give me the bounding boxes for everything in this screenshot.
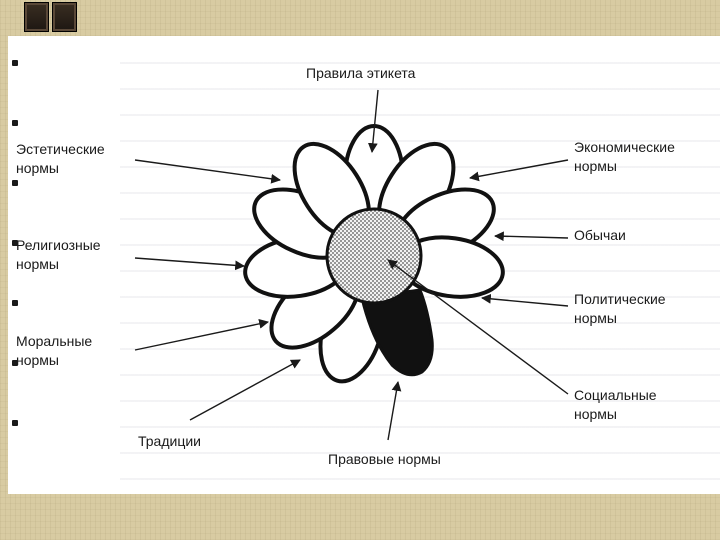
arrow-moral [135,322,268,350]
label-moral: Моральные нормы [16,332,92,370]
arrow-customs [495,236,568,238]
arrow-traditions [190,360,300,420]
arrow-aesthetic [135,160,280,180]
social-norms-center [327,209,421,303]
label-aesthetic: Эстетические нормы [16,140,105,178]
label-traditions: Традиции [138,432,201,451]
arrow-religious [135,258,244,266]
label-etiquette: Правила этикета [306,64,415,83]
label-political: Политические нормы [574,290,666,328]
label-customs: Обычаи [574,226,626,245]
label-religious: Религиозные нормы [16,236,101,274]
arrow-legal [388,382,398,440]
label-economic: Экономические нормы [574,138,675,176]
label-legal: Правовые нормы [328,450,441,469]
arrow-economic [470,160,568,178]
arrow-political [482,298,568,306]
label-social: Социальные нормы [574,386,657,424]
